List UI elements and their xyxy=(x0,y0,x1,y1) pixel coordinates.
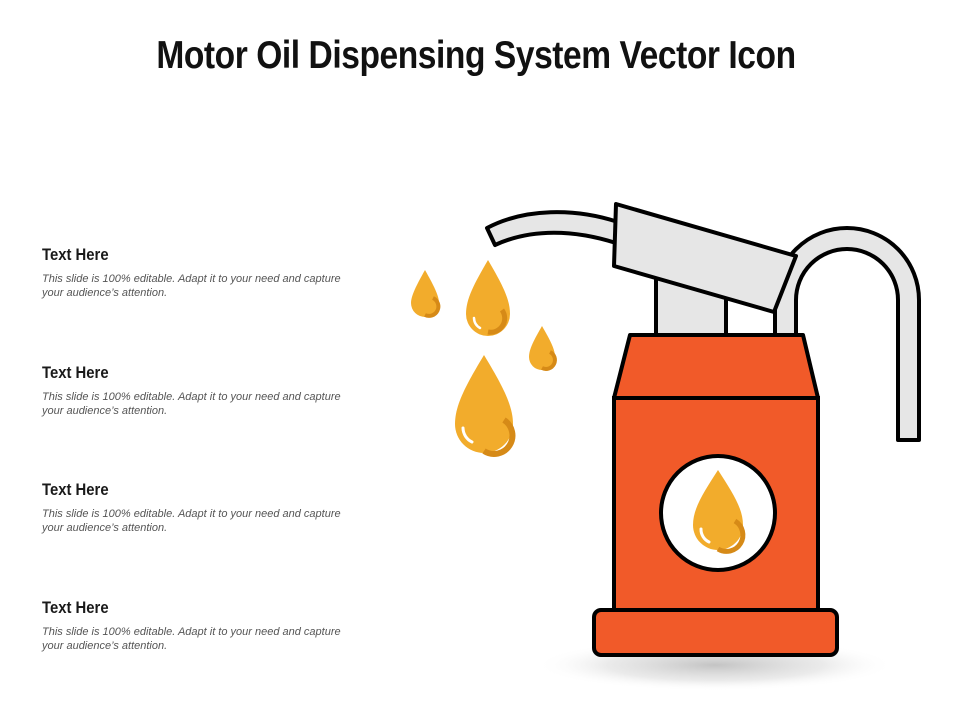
text-item-4: Text Here This slide is 100% editable. A… xyxy=(42,599,352,653)
oil-drop-icon xyxy=(529,326,557,371)
text-item-body: This slide is 100% editable. Adapt it to… xyxy=(42,391,341,417)
slide-title: Motor Oil Dispensing System Vector Icon xyxy=(156,34,796,77)
text-item-1: Text Here This slide is 100% editable. A… xyxy=(42,246,352,300)
spout-nozzle xyxy=(612,202,798,314)
text-item-heading: Text Here xyxy=(42,246,109,264)
oil-can-illustration xyxy=(411,202,921,691)
oil-drop-icon xyxy=(466,260,510,336)
text-item-2: Text Here This slide is 100% editable. A… xyxy=(42,364,352,418)
oil-drop-icon xyxy=(693,470,746,554)
text-item-body: This slide is 100% editable. Adapt it to… xyxy=(42,273,341,299)
text-item-heading: Text Here xyxy=(42,364,109,382)
spout-tube xyxy=(485,210,620,247)
text-item-body: This slide is 100% editable. Adapt it to… xyxy=(42,508,341,534)
text-item-3: Text Here This slide is 100% editable. A… xyxy=(42,481,352,535)
text-item-heading: Text Here xyxy=(42,599,109,617)
oil-drop-icon xyxy=(411,270,441,318)
oil-drop-icon xyxy=(455,355,516,457)
text-item-body: This slide is 100% editable. Adapt it to… xyxy=(42,626,341,652)
can-shoulder xyxy=(612,333,820,400)
can-handle xyxy=(773,226,921,442)
can-base xyxy=(592,608,839,657)
text-item-heading: Text Here xyxy=(42,481,109,499)
